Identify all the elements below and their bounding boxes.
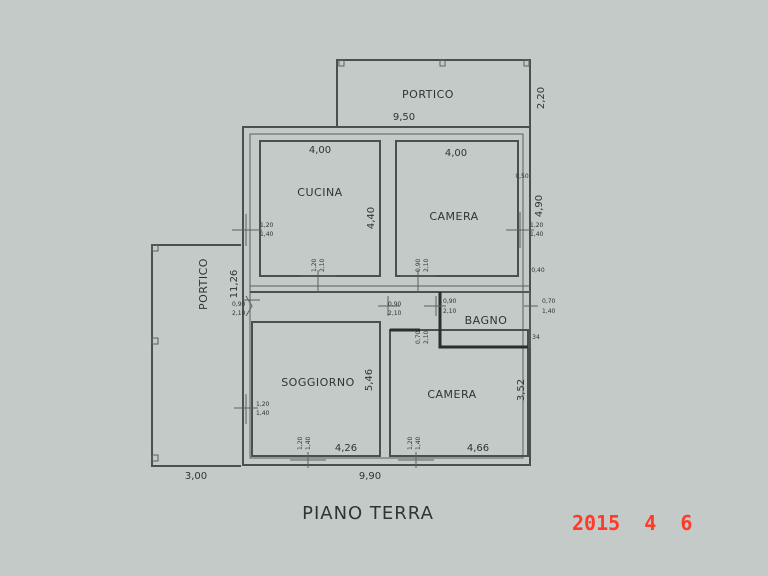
opening-camera-bottom-door-a: 0,70 [415, 330, 422, 344]
dim-camera-top-width: 4,00 [445, 148, 467, 159]
opening-camera-bottom-window-b: 1,40 [415, 436, 422, 450]
opening-soggiorno-window-bottom-b: 1,40 [305, 436, 312, 450]
room-label-cucina: CUCINA [297, 186, 342, 199]
opening-cucina-window-b: 1,40 [260, 231, 274, 238]
dim-soggiorno-width: 4,26 [335, 443, 357, 454]
dim-camera-bottom-depth: 3,52 [516, 379, 527, 401]
opening-camera-bottom-door-b: 2,10 [423, 330, 430, 344]
opening-camera-top-door-a: 0,90 [415, 258, 422, 272]
dim-portico-top-depth: 2,20 [536, 87, 547, 109]
dim-camera-bottom-width: 4,66 [467, 443, 489, 454]
openings-marks [232, 212, 538, 468]
date-stamp: 2015 4 6 [572, 511, 692, 535]
room-label-bagno: BAGNO [465, 314, 508, 327]
room-label-portico-top: PORTICO [402, 88, 454, 101]
dim-overall-bottom: 9,90 [359, 471, 381, 482]
camera-top-room-outline [395, 140, 519, 277]
opening-entry-door-a: 0,90 [232, 301, 246, 308]
plan-title: PIANO TERRA [302, 503, 434, 524]
opening-cucina-door-a: 1,20 [311, 258, 318, 272]
opening-camera-top-window-a: 1,20 [530, 222, 544, 229]
room-label-soggiorno: SOGGIORNO [281, 376, 355, 389]
dim-overall-top: 9,50 [393, 112, 415, 123]
opening-camera-top-window-b: 1,40 [530, 231, 544, 238]
room-label-portico-left: PORTICO [197, 258, 210, 310]
dim-wall-040: 0,40 [531, 267, 545, 274]
opening-camera-bottom-window-a: 1,20 [407, 436, 414, 450]
opening-hall-door-b: 2,10 [388, 310, 402, 317]
opening-soggiorno-window-left-b: 1,40 [256, 410, 270, 417]
camera-bottom-room-outline [389, 329, 529, 457]
dim-wall-050: 0,50 [515, 173, 529, 180]
opening-entry-door-b: 2,10 [232, 310, 246, 317]
dim-camera-top-depth: 4,90 [534, 195, 545, 217]
opening-hall-door-a: 0,90 [388, 301, 402, 308]
dim-cucina-depth: 4,40 [366, 207, 377, 229]
opening-cucina-window-a: 1,20 [260, 222, 274, 229]
opening-cucina-door-b: 2,10 [319, 258, 326, 272]
opening-bagno-window-a: 0,70 [542, 298, 556, 305]
room-label-camera-bottom: CAMERA [427, 388, 476, 401]
dim-soggiorno-depth: 5,46 [364, 369, 375, 391]
opening-bagno-door-b: 2,10 [443, 308, 457, 315]
room-label-camera-top: CAMERA [429, 210, 478, 223]
dim-portico-left-width: 3,00 [185, 471, 207, 482]
portico-top-outline [336, 59, 531, 132]
opening-labels: 1,20 1,40 1,20 1,40 1,20 2,10 0,90 2,10 … [232, 222, 556, 450]
opening-camera-top-door-b: 2,10 [423, 258, 430, 272]
bagno-heavy-wall [438, 292, 528, 349]
opening-soggiorno-window-left-a: 1,20 [256, 401, 270, 408]
opening-soggiorno-window-bottom-a: 1,20 [297, 436, 304, 450]
opening-bagno-door-a: 0,90 [443, 298, 457, 305]
dim-cucina-width: 4,00 [309, 145, 331, 156]
soggiorno-room-outline [251, 321, 381, 457]
opening-bagno-window-b: 1,40 [542, 308, 556, 315]
dim-wall-034: 34 [532, 334, 540, 341]
portico-left-outline [151, 244, 241, 467]
dim-overall-left: 11,26 [229, 270, 240, 299]
